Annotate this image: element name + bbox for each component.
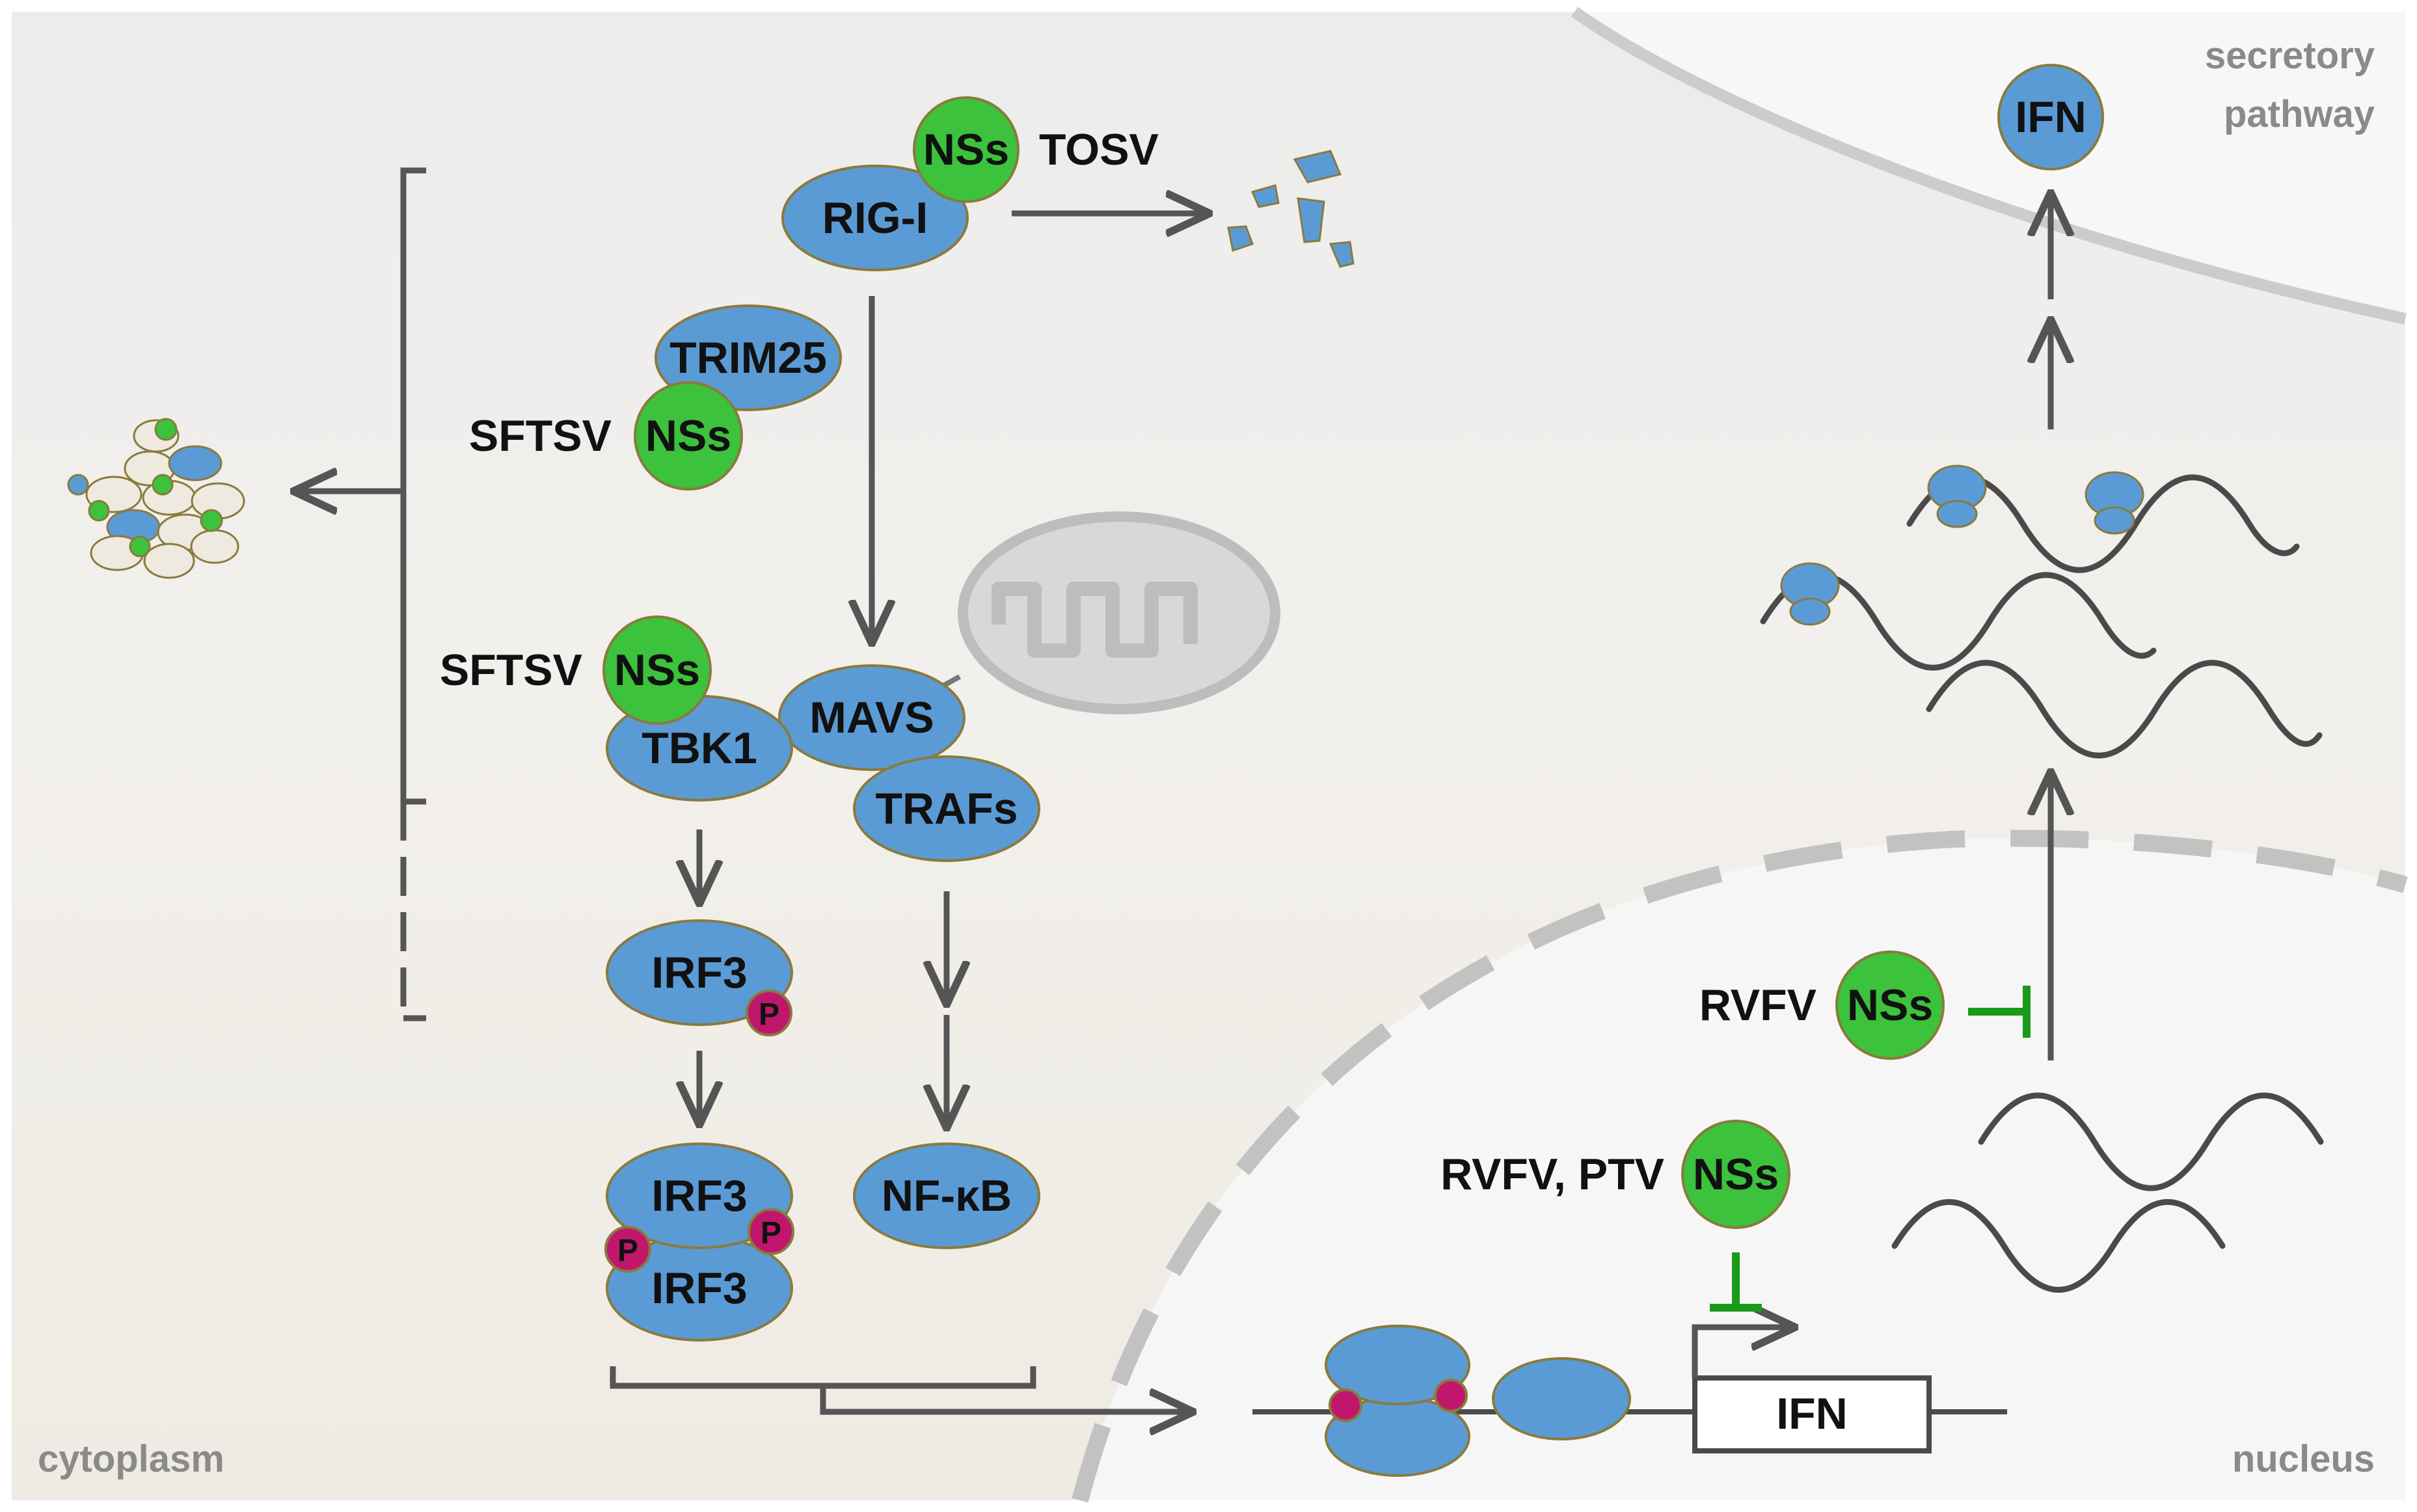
irf3-phosphate (746, 990, 792, 1036)
irf3-dimer-phosphate-left (604, 1226, 651, 1273)
cytoplasmic-mrna-1 (1926, 660, 2323, 759)
ifn-gene-label: IFN (1776, 1389, 1848, 1438)
nuclear-envelope (1072, 830, 2408, 1503)
trafs-node (853, 755, 1040, 862)
ifn-secreted-node (1997, 64, 2104, 170)
aggregation-bracket (296, 167, 426, 1021)
nuclear-mrna-2 (1891, 1199, 2226, 1293)
sftsv-trim25-label: SFTSV (469, 411, 612, 461)
export-inhibition (1968, 986, 2031, 1038)
nfkb-label: NF-κB (882, 1171, 1012, 1221)
secretory-pathway-region (1574, 12, 2405, 319)
rig-i-node (781, 165, 969, 271)
protein-aggregate (67, 418, 245, 579)
rig-i-label: RIG-I (822, 193, 928, 243)
secretory-label: secretory (2205, 34, 2375, 77)
rvfv-ptv-nss-node (1681, 1120, 1790, 1229)
transcription-inhibition (1710, 1252, 1762, 1312)
mavs-node (778, 664, 965, 771)
irf3-dimer-phosphate-right (748, 1208, 794, 1255)
rvfv-nss-label: NSs (1847, 980, 1933, 1030)
rvfv-ptv-nss-label: NSs (1693, 1150, 1779, 1199)
irf3-dimer-phosphate-left-label: P (617, 1234, 638, 1268)
irf3-label: IRF3 (651, 948, 747, 997)
irf3-node (606, 919, 793, 1026)
cytoplasm-label: cytoplasm (38, 1438, 224, 1480)
sftsv-tbk1-label: SFTSV (440, 645, 582, 695)
promoter-phosphate-right (1434, 1379, 1468, 1412)
sftsv-nss-tbk1-node (602, 615, 712, 725)
sftsv-nss-trim25-node (634, 381, 743, 491)
pathway-label: pathway (2224, 93, 2375, 135)
irf3-phosphate-label: P (759, 997, 779, 1032)
to-promoter-arrow (820, 1386, 1191, 1412)
tosv-nss-node (913, 96, 1019, 203)
rvfv-nss-node (1835, 951, 1945, 1060)
sftsv-nss-tbk1-label: NSs (614, 645, 700, 695)
trafs-label: TRAFs (875, 784, 1018, 833)
ribosome-1 (1780, 562, 1840, 626)
promoter-phosphate-left (1329, 1388, 1362, 1422)
ifn-secreted-label: IFN (2015, 92, 2086, 142)
irf3-dimer-top-label: IRF3 (651, 1171, 747, 1221)
rvfv-ptv-label: RVFV, PTV (1440, 1150, 1664, 1199)
tosv-nss-label: NSs (923, 125, 1009, 174)
secretory-membrane (1571, 7, 2407, 325)
tosv-label: TOSV (1039, 125, 1159, 174)
trim25-label: TRIM25 (669, 333, 827, 383)
ribosome-3 (2085, 471, 2144, 535)
mitochondrion (929, 511, 1280, 714)
mavs-label: MAVS (809, 693, 934, 742)
ribosome-2 (1927, 465, 1987, 528)
promoter-nfkb (1492, 1357, 1631, 1440)
degradation-fragments (1227, 150, 1355, 268)
nucleus-label: nucleus (2232, 1438, 2375, 1480)
sftsv-nss-trim25-label: NSs (645, 411, 731, 461)
transcription-start-arrow (1692, 1327, 1792, 1378)
nfkb-node (853, 1142, 1040, 1249)
nuclear-mrna-1 (1978, 1092, 2324, 1191)
irf3-dimer-bottom-label: IRF3 (651, 1263, 747, 1313)
promoter-irf3-dimer-top (1325, 1325, 1470, 1405)
rvfv-label: RVFV (1699, 980, 1816, 1030)
ifn-gene-box (1692, 1375, 1932, 1453)
irf3-dimer-top-node (606, 1142, 793, 1249)
irf3-dimer-phosphate-right-label: P (761, 1216, 781, 1250)
tbk1-label: TBK1 (641, 723, 757, 773)
